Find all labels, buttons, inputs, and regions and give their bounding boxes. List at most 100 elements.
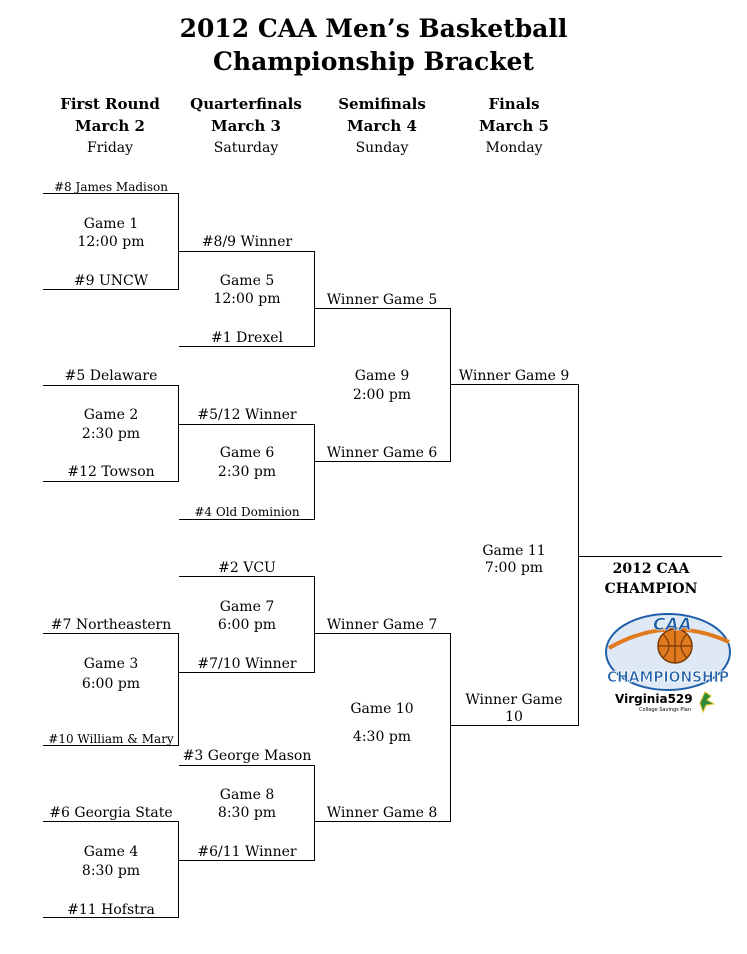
bracket-connector	[178, 193, 179, 290]
logo-sponsor-text: Virginia529	[615, 692, 693, 706]
bracket-line	[179, 860, 315, 861]
round-header-quarterfinals: Quarterfinals March 3 Saturday	[176, 93, 316, 159]
title-line-2: Championship Bracket	[213, 47, 534, 76]
bracket-line	[179, 346, 315, 347]
logo-championship-text: CHAMPIONSHIP	[607, 668, 729, 686]
team-towson: #12 Towson	[67, 464, 155, 480]
team-james-madison: #8 James Madison	[54, 180, 168, 194]
slot-6-11-winner: #6/11 Winner	[197, 844, 297, 860]
game-label: Game 11	[482, 543, 546, 559]
bracket-line	[315, 821, 451, 822]
round-name: Finals	[488, 95, 540, 113]
slot-winner-game-5: Winner Game 5	[326, 292, 438, 308]
slot-8-9-winner: #8/9 Winner	[201, 234, 293, 250]
bracket-line	[179, 672, 315, 673]
champion-label: 2012 CAA CHAMPION	[605, 559, 698, 599]
bracket-connector	[450, 308, 451, 462]
round-name: First Round	[60, 95, 160, 113]
round-header-finals: Finals March 5 Monday	[444, 93, 584, 159]
team-northeastern: #7 Northeastern	[50, 617, 172, 633]
team-drexel: #1 Drexel	[211, 330, 283, 346]
game-time: 6:00 pm	[81, 676, 141, 692]
bracket-connector	[314, 576, 315, 673]
game-time: 2:30 pm	[217, 464, 277, 480]
game-label: Game 1	[83, 216, 139, 232]
slot-winner-game-8: Winner Game 8	[326, 805, 438, 821]
bracket-line	[451, 725, 579, 726]
team-old-dominion: #4 Old Dominion	[194, 505, 300, 519]
bracket-line	[43, 917, 179, 918]
game-label: Game 7	[219, 599, 275, 615]
game-label: Game 2	[83, 407, 139, 423]
bracket-connector	[314, 765, 315, 861]
sponsor-mascot-icon	[699, 691, 716, 714]
game-time: 8:30 pm	[217, 805, 277, 821]
bracket-line	[43, 745, 179, 746]
round-date: March 3	[211, 117, 281, 135]
bracket-title: 2012 CAA Men’s Basketball Championship B…	[0, 12, 747, 78]
logo-sponsor-subtext: College Savings Plan	[639, 707, 691, 713]
game-label: Game 3	[83, 656, 139, 672]
team-george-mason: #3 George Mason	[182, 748, 312, 764]
team-william-and-mary: #10 William & Mary	[48, 732, 174, 746]
round-day: Saturday	[213, 140, 279, 156]
game-label: Game 8	[219, 787, 275, 803]
game-time: 4:30 pm	[352, 729, 412, 745]
bracket-line	[43, 821, 179, 822]
slot-winner-game-10-line2: 10	[505, 709, 523, 725]
bracket-line	[43, 633, 179, 634]
round-header-semifinals: Semifinals March 4 Sunday	[312, 93, 452, 159]
title-line-1: 2012 CAA Men’s Basketball	[179, 14, 568, 43]
bracket-connector	[178, 633, 179, 746]
caa-championship-logo: CAA CHAMPIONSHIP Virginia529 College Sav…	[605, 613, 731, 714]
champion-line	[579, 556, 722, 557]
bracket-connector	[578, 384, 579, 726]
bracket-line	[315, 308, 451, 309]
round-date: March 5	[479, 117, 549, 135]
team-hofstra: #11 Hofstra	[67, 902, 155, 918]
game-label: Game 5	[219, 273, 275, 289]
round-name: Quarterfinals	[190, 95, 302, 113]
round-name: Semifinals	[338, 95, 426, 113]
team-vcu: #2 VCU	[218, 560, 276, 576]
bracket-line	[179, 424, 315, 425]
round-date: March 2	[75, 117, 145, 135]
bracket-connector	[178, 385, 179, 482]
game-time: 2:00 pm	[352, 387, 412, 403]
bracket-line	[451, 384, 579, 385]
game-label: Game 4	[83, 844, 139, 860]
bracket-line	[179, 576, 315, 577]
round-header-first-round: First Round March 2 Friday	[40, 93, 180, 159]
game-time: 8:30 pm	[81, 863, 141, 879]
game-label: Game 6	[219, 445, 275, 461]
bracket-line	[179, 519, 315, 520]
game-label: Game 9	[354, 368, 410, 384]
bracket-line	[315, 461, 451, 462]
bracket-line	[43, 385, 179, 386]
slot-winner-game-6: Winner Game 6	[326, 445, 438, 461]
bracket-line	[179, 765, 315, 766]
round-date: March 4	[347, 117, 417, 135]
bracket-connector	[314, 251, 315, 347]
game-time: 12:00 pm	[213, 291, 281, 307]
round-day: Monday	[485, 140, 543, 156]
bracket-line	[43, 289, 179, 290]
bracket-connector	[178, 821, 179, 918]
round-day: Friday	[86, 140, 134, 156]
bracket-line	[43, 193, 179, 194]
game-time: 7:00 pm	[484, 560, 544, 576]
team-delaware: #5 Delaware	[64, 368, 158, 384]
game-label: Game 10	[350, 701, 414, 717]
champion-line-1: 2012 CAA	[612, 561, 690, 577]
slot-7-10-winner: #7/10 Winner	[197, 656, 297, 672]
slot-winner-game-9: Winner Game 9	[458, 368, 570, 384]
game-time: 12:00 pm	[77, 234, 145, 250]
champion-line-2: CHAMPION	[604, 581, 698, 597]
slot-5-12-winner: #5/12 Winner	[197, 407, 297, 423]
bracket-connector	[450, 633, 451, 822]
bracket-line	[43, 481, 179, 482]
game-time: 6:00 pm	[217, 617, 277, 633]
bracket-connector	[314, 424, 315, 520]
team-uncw: #9 UNCW	[73, 273, 149, 289]
game-time: 2:30 pm	[81, 426, 141, 442]
